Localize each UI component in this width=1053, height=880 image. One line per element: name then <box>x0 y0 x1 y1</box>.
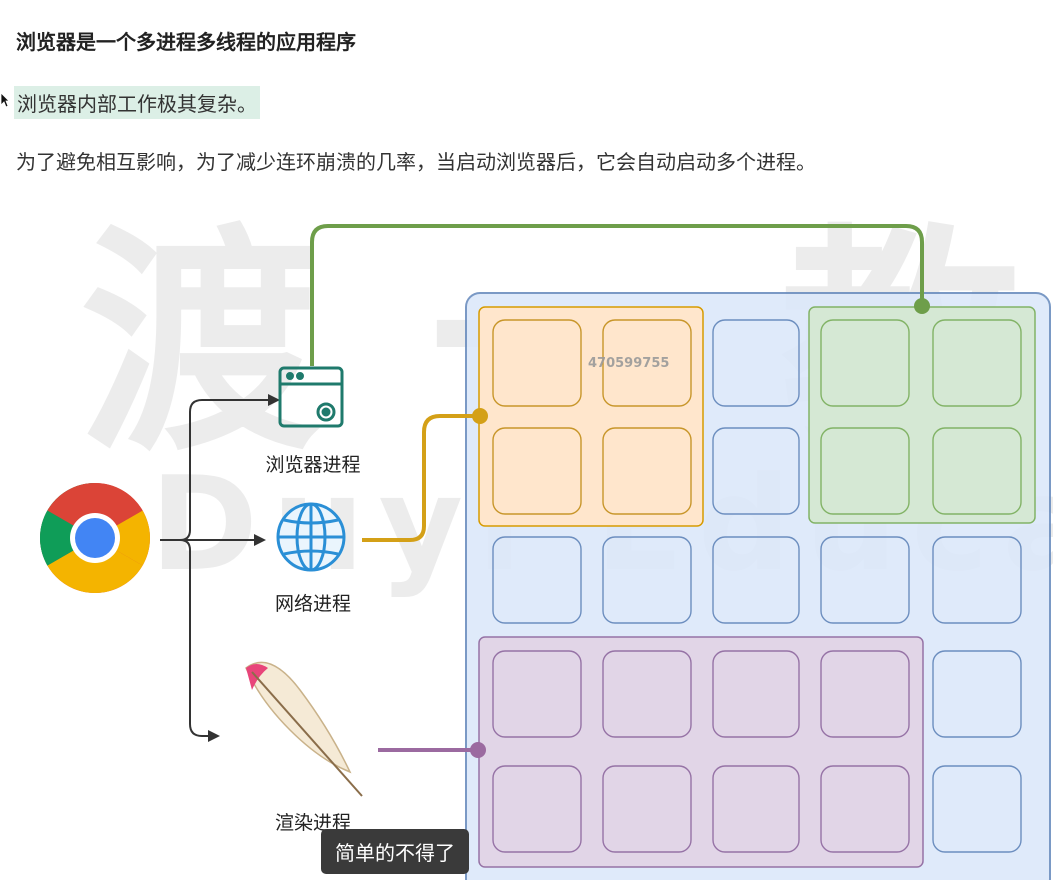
thread-cell <box>820 650 910 738</box>
thread-cell <box>492 319 582 407</box>
thread-cell <box>820 319 910 407</box>
thread-cell <box>712 650 800 738</box>
arrowhead <box>268 394 280 406</box>
browser-process-label: 浏览器进程 <box>265 454 361 476</box>
thread-cell <box>712 319 800 407</box>
network-connector-dot <box>472 408 488 424</box>
thread-cell <box>932 765 1022 853</box>
network-process-label: 网络进程 <box>274 593 351 615</box>
branch-arrows <box>160 399 276 737</box>
video-subtitle: 简单的不得了 <box>321 829 469 874</box>
network-process-connector <box>362 414 480 542</box>
thread-cell <box>492 536 582 624</box>
arrowhead <box>254 534 266 546</box>
mouse-cursor-icon <box>0 92 10 108</box>
thread-cell <box>602 765 692 853</box>
renderer-process-label: 渲染进程 <box>274 812 351 834</box>
thread-cell <box>492 765 582 853</box>
thread-cell <box>602 427 692 515</box>
network-thread-group <box>478 306 704 527</box>
renderer-connector-dot <box>470 742 486 758</box>
arrowhead <box>208 730 220 742</box>
thread-cell <box>602 319 692 407</box>
thread-cell <box>932 536 1022 624</box>
thread-cell <box>602 650 692 738</box>
browser-connector-dot <box>914 298 930 314</box>
watermark-code: 470599755 <box>588 356 670 371</box>
thread-cell <box>712 765 800 853</box>
thread-cell <box>932 319 1022 407</box>
chrome-logo-icon <box>40 483 150 593</box>
description-paragraph: 为了避免相互影响，为了减少连环崩溃的几率，当启动浏览器后，它会自动启动多个进程。 <box>16 150 816 174</box>
section-heading: 浏览器是一个多进程多线程的应用程序 <box>16 30 356 54</box>
thread-cell <box>602 536 692 624</box>
globe-icon <box>276 502 346 572</box>
thread-cell <box>820 765 910 853</box>
thread-cell <box>820 427 910 515</box>
thread-cell <box>932 650 1022 738</box>
highlighted-sentence: 浏览器内部工作极其复杂。 <box>14 86 260 119</box>
thread-cell <box>492 650 582 738</box>
feather-icon <box>245 661 363 797</box>
thread-cell <box>820 536 910 624</box>
browser-thread-group <box>808 306 1036 524</box>
thread-cell <box>712 427 800 515</box>
thread-cell <box>932 427 1022 515</box>
browser-process-connector <box>310 224 924 366</box>
thread-cell <box>712 536 800 624</box>
renderer-thread-group <box>478 636 924 868</box>
thread-cell <box>492 427 582 515</box>
browser-window-gear-icon <box>278 366 344 428</box>
